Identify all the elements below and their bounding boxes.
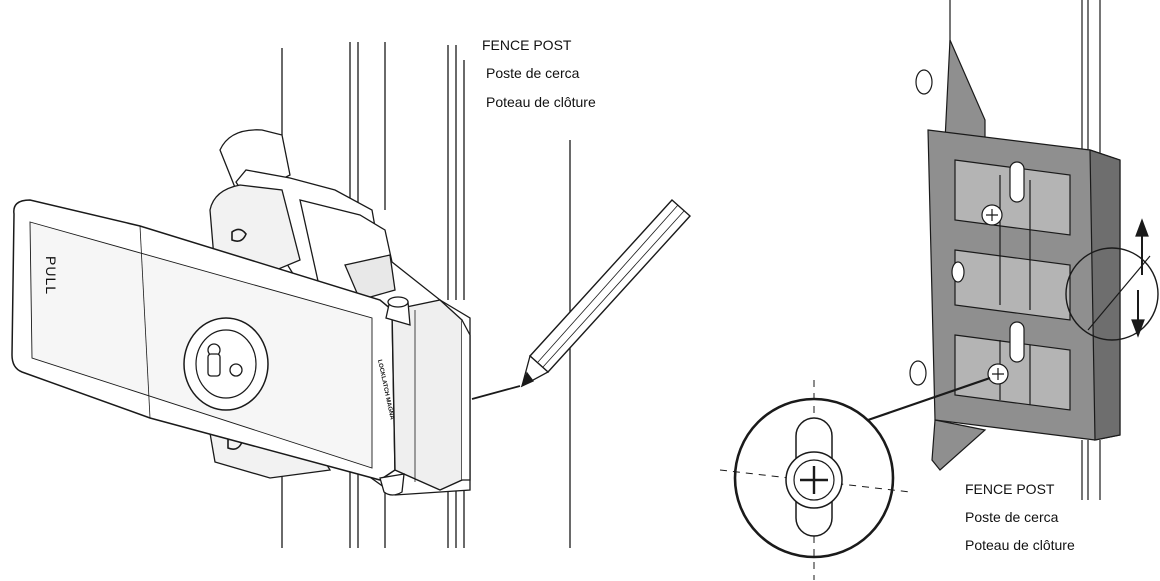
right-fence-post xyxy=(949,0,1101,500)
left-fence-post xyxy=(281,42,571,548)
left-label-line-1: FENCE POST xyxy=(482,37,572,53)
pencil xyxy=(471,199,691,400)
adjustment-indicator xyxy=(1065,218,1159,341)
right-label-line-2: Poste de cerca xyxy=(965,509,1059,525)
mounting-bracket xyxy=(909,39,1121,471)
pull-handle xyxy=(11,199,471,496)
screw-detail-callout xyxy=(719,376,991,580)
left-label-line-3: Poteau de clôture xyxy=(486,94,596,110)
right-figure xyxy=(719,0,1159,580)
right-label-line-3: Poteau de clôture xyxy=(965,537,1075,553)
left-label-line-2: Poste de cerca xyxy=(486,65,580,81)
right-label-line-1: FENCE POST xyxy=(965,481,1055,497)
left-figure xyxy=(11,42,691,548)
handle-pull-text: PULL xyxy=(43,256,59,295)
